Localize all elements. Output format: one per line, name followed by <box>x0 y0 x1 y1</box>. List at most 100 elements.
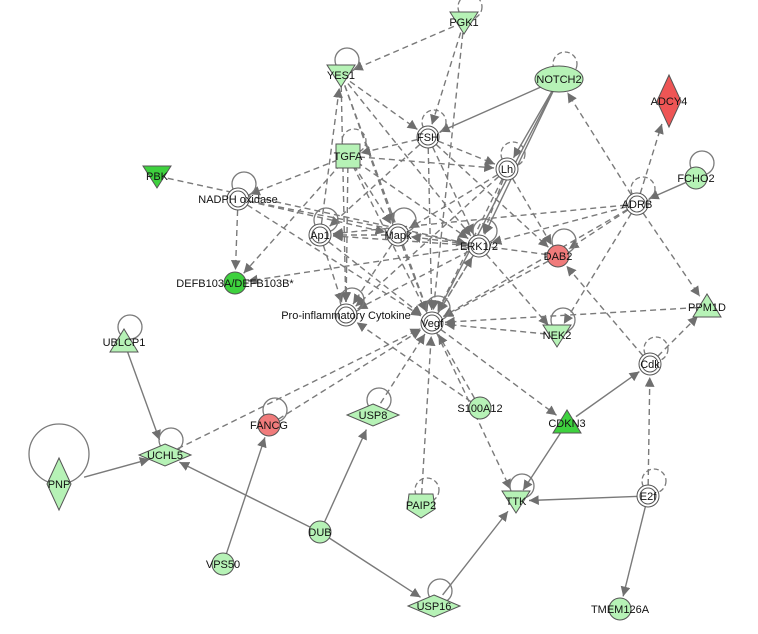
node-fancg[interactable]: FANCG <box>250 413 288 437</box>
node-adcy4[interactable]: ADCY4 <box>651 73 688 129</box>
edge-mapk-to-proinf <box>352 243 393 305</box>
node-fsh[interactable]: FSH <box>416 125 440 149</box>
edge-yes1-to-erk12 <box>347 83 472 237</box>
node-shape-notch2 <box>534 65 584 93</box>
node-shape-paip2 <box>406 493 436 519</box>
node-defb[interactable]: DEFB103A/DEFB103B* <box>176 271 294 295</box>
node-label-nadph: NADPH oxidase <box>198 194 277 206</box>
node-mapk[interactable]: Mapk <box>385 223 412 247</box>
edge-yes1-to-fsh <box>349 80 418 131</box>
node-ttk[interactable]: TTK <box>501 490 531 514</box>
node-label-pnp: PNP <box>48 479 71 491</box>
edge-adrb-to-nek2 <box>563 213 632 325</box>
node-label-fsh: FSH <box>417 132 439 144</box>
node-label-e2f: E2f <box>640 491 657 503</box>
edge-tgfa-to-erk12 <box>356 161 469 240</box>
edge-paip2-to-vegf <box>420 335 436 495</box>
edge-lh-to-dab2 <box>511 178 553 246</box>
node-s100a12[interactable]: S100A12 <box>457 396 503 420</box>
node-nek2[interactable]: NEK2 <box>542 324 572 348</box>
node-cdk[interactable]: Cdk <box>638 352 662 376</box>
node-e2f[interactable]: E2f <box>636 484 660 508</box>
edge-fsh-to-lh <box>437 140 496 165</box>
self-loop-layer <box>28 0 715 604</box>
edge-adrb-to-adcy4 <box>639 123 664 194</box>
node-shape-pgk1 <box>449 11 479 35</box>
node-erk12[interactable]: ERK1/2 <box>460 234 498 258</box>
node-cdkn3[interactable]: CDKN3 <box>548 409 586 434</box>
node-ublcp1[interactable]: UBLCP1 <box>103 328 146 353</box>
node-ap1[interactable]: Ap1 <box>308 223 332 247</box>
node-label-ttk: TTK <box>506 496 527 508</box>
node-vps50[interactable]: VPS50 <box>206 552 240 576</box>
node-label-yes1: YES1 <box>327 70 355 82</box>
node-shape-fancg <box>257 413 281 437</box>
edge-tgfa-to-nadph <box>249 159 339 196</box>
node-ppm1d[interactable]: PPM1D <box>688 293 726 318</box>
edge-s100a12-to-vegf <box>437 333 476 399</box>
node-pnp[interactable]: PNP <box>46 456 72 512</box>
node-label-mapk: Mapk <box>385 230 412 242</box>
edge-pgk1-to-yes1 <box>352 25 455 71</box>
edge-nadph-to-defb <box>230 209 241 271</box>
node-label-uchl5: UCHL5 <box>147 450 183 462</box>
node-usp8[interactable]: USP8 <box>345 403 401 427</box>
node-lh[interactable]: Lh <box>495 157 519 181</box>
node-yes1[interactable]: YES1 <box>326 64 356 88</box>
node-pgk1[interactable]: PGK1 <box>449 11 479 35</box>
node-shape-defb <box>223 271 247 295</box>
node-pbk[interactable]: PBK <box>142 165 172 189</box>
edge-cdk-to-ppm1d <box>657 315 699 357</box>
edge-cdkn3-to-ttk <box>522 431 562 491</box>
node-nadph[interactable]: NADPH oxidase <box>198 187 278 211</box>
node-tgfa[interactable]: TGFA <box>334 143 363 169</box>
node-shape-yes1 <box>326 64 356 88</box>
node-shape-tgfa <box>335 143 361 169</box>
edge-fsh-to-ap1 <box>329 143 421 227</box>
edge-tgfa-to-lh <box>358 156 495 173</box>
node-shape-uchl5 <box>137 443 193 467</box>
edge-usp16-to-ttk <box>442 510 509 596</box>
node-shape-vps50 <box>211 552 235 576</box>
node-dub[interactable]: DUB <box>308 520 332 544</box>
edge-erk12-to-defb <box>247 246 469 285</box>
node-label-lh: Lh <box>501 164 513 176</box>
edge-tgfa-to-defb <box>243 163 342 274</box>
node-paip2[interactable]: PAIP2 <box>406 493 436 519</box>
node-shape-s100a12 <box>468 396 492 420</box>
edge-fsh-to-dab2 <box>435 143 549 248</box>
edge-e2f-to-ttk <box>528 495 638 506</box>
edge-erk12-to-nek2 <box>485 253 549 326</box>
node-label-vps50: VPS50 <box>206 559 240 571</box>
node-label-pgk1: PGK1 <box>449 17 478 29</box>
node-usp16[interactable]: USP16 <box>406 594 462 618</box>
node-fcho2[interactable]: FCHO2 <box>677 166 715 190</box>
edge-fancg-to-vegf <box>277 329 422 420</box>
edge-yes1-to-proinf <box>340 85 351 303</box>
node-shape-cdkn3 <box>552 409 582 434</box>
edge-adrb-to-notch2 <box>566 92 632 196</box>
edge-s100a12-to-proinf <box>356 321 472 403</box>
node-label-fcho2: FCHO2 <box>677 173 714 185</box>
edge-notch2-to-fsh <box>439 84 547 133</box>
node-shape-dub <box>308 520 332 544</box>
node-adrb[interactable]: ADRB <box>622 192 653 216</box>
node-notch2[interactable]: NOTCH2 <box>534 65 584 93</box>
edge-uchl5-to-vegf <box>177 328 421 450</box>
edge-notch2-to-erk12 <box>483 91 554 235</box>
node-label-cdkn3: CDKN3 <box>548 418 585 430</box>
edge-adrb-to-vegf <box>442 208 628 318</box>
node-uchl5[interactable]: UCHL5 <box>137 443 193 467</box>
edge-tgfa-to-proinf <box>341 166 352 303</box>
node-label-dub: DUB <box>308 527 331 539</box>
node-tmem126a[interactable]: TMEM126A <box>591 597 650 621</box>
node-dab2[interactable]: DAB2 <box>544 244 573 268</box>
node-vegf[interactable]: Vegf <box>420 311 444 335</box>
node-label-ppm1d: PPM1D <box>688 302 726 314</box>
node-label-usp16: USP16 <box>417 601 452 613</box>
node-shape-dab2 <box>546 244 570 268</box>
node-proinf[interactable]: Pro-inflammatory Cytokine <box>281 303 411 327</box>
edge-ap1-to-yes1 <box>320 87 343 225</box>
